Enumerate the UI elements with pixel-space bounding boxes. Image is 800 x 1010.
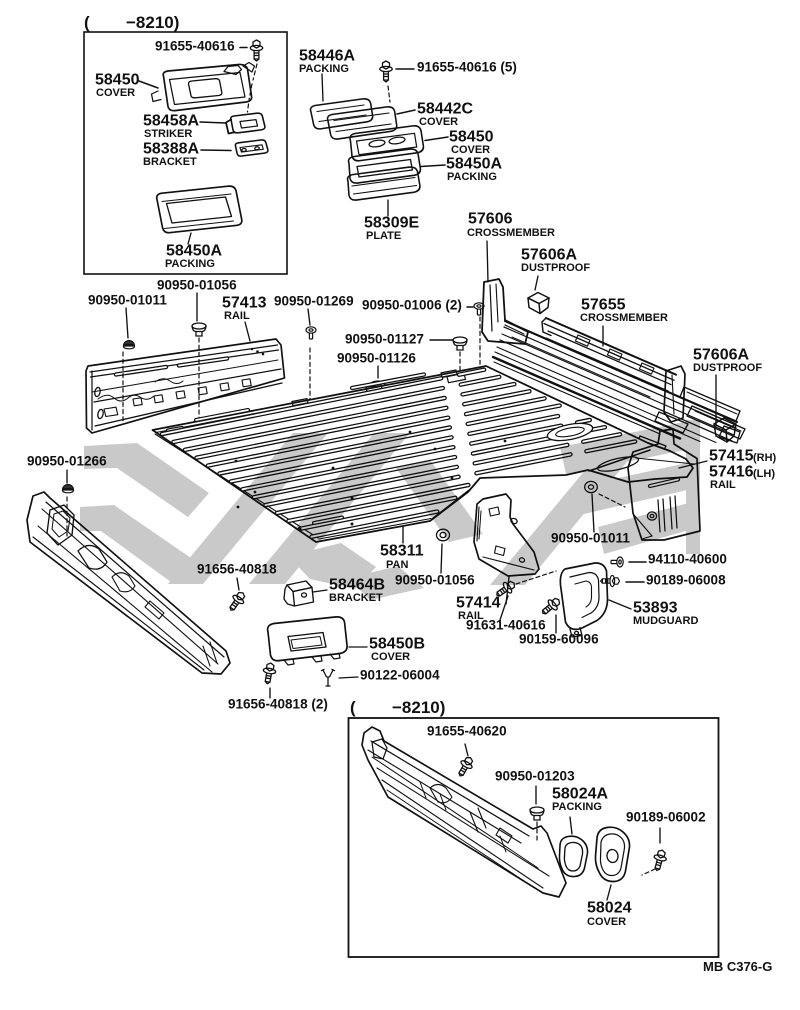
- svg-text:58450: 58450: [449, 129, 494, 146]
- svg-text:(RH): (RH): [753, 452, 777, 464]
- svg-text:90189-06008: 90189-06008: [646, 573, 726, 588]
- svg-text:90950-01269: 90950-01269: [274, 294, 354, 309]
- svg-text:COVER: COVER: [371, 651, 410, 663]
- svg-text:57606A: 57606A: [693, 347, 749, 364]
- svg-text:91656-40818 (2): 91656-40818 (2): [228, 697, 328, 712]
- svg-text:PACKING: PACKING: [447, 171, 497, 183]
- svg-text:90189-06002: 90189-06002: [626, 810, 706, 825]
- svg-text:−8210): −8210): [392, 698, 445, 717]
- svg-text:COVER: COVER: [96, 87, 135, 99]
- svg-text:57415: 57415: [709, 448, 754, 465]
- svg-text:58442C: 58442C: [417, 101, 473, 118]
- svg-text:58311: 58311: [380, 543, 424, 560]
- svg-text:COVER: COVER: [587, 916, 626, 928]
- svg-text:90950-01203: 90950-01203: [495, 769, 575, 784]
- svg-text:58450B: 58450B: [369, 636, 425, 653]
- svg-text:(: (: [84, 13, 90, 32]
- svg-text:58388A: 58388A: [143, 141, 199, 158]
- svg-text:94110-40600: 94110-40600: [648, 552, 727, 567]
- svg-text:BRACKET: BRACKET: [143, 156, 197, 168]
- svg-text:90950-01126: 90950-01126: [337, 351, 416, 366]
- svg-text:PLATE: PLATE: [366, 230, 401, 242]
- svg-text:STRIKER: STRIKER: [144, 128, 192, 140]
- svg-text:CROSSMEMBER: CROSSMEMBER: [467, 227, 555, 239]
- svg-text:90122-06004: 90122-06004: [360, 668, 440, 683]
- svg-text:90950-01127: 90950-01127: [345, 332, 424, 347]
- svg-text:57416: 57416: [709, 464, 754, 481]
- svg-text:91655-40616 (5): 91655-40616 (5): [417, 60, 517, 75]
- svg-text:COVER: COVER: [419, 116, 458, 128]
- svg-text:DUSTPROOF: DUSTPROOF: [693, 362, 762, 374]
- svg-text:58450: 58450: [95, 72, 140, 89]
- svg-text:RAIL: RAIL: [458, 610, 484, 622]
- svg-text:91631-40616: 91631-40616: [466, 618, 546, 633]
- svg-text:90950-01056: 90950-01056: [157, 278, 237, 293]
- svg-text:58458A: 58458A: [143, 113, 199, 130]
- svg-text:91655-40616: 91655-40616: [155, 39, 235, 54]
- svg-text:58450A: 58450A: [166, 243, 222, 260]
- svg-text:−8210): −8210): [126, 13, 179, 32]
- svg-text:90950-01011: 90950-01011: [88, 293, 167, 308]
- svg-text:(LH): (LH): [753, 468, 775, 480]
- svg-text:RAIL: RAIL: [710, 479, 736, 491]
- svg-text:(: (: [350, 698, 356, 717]
- svg-text:57606A: 57606A: [521, 247, 577, 264]
- svg-text:MB C376-G: MB C376-G: [703, 959, 772, 974]
- svg-text:MUDGUARD: MUDGUARD: [633, 615, 698, 627]
- svg-text:58309E: 58309E: [364, 215, 419, 232]
- svg-text:57414: 57414: [456, 595, 501, 612]
- svg-text:RAIL: RAIL: [224, 310, 250, 322]
- svg-text:57606: 57606: [468, 211, 513, 228]
- svg-text:91655-40620: 91655-40620: [427, 724, 507, 739]
- svg-text:DUSTPROOF: DUSTPROOF: [521, 262, 590, 274]
- svg-text:90159-60096: 90159-60096: [519, 632, 599, 647]
- svg-text:53893: 53893: [633, 600, 678, 617]
- svg-text:58446A: 58446A: [299, 48, 355, 65]
- svg-text:PACKING: PACKING: [552, 801, 602, 813]
- svg-text:58450A: 58450A: [446, 156, 502, 173]
- svg-text:57413: 57413: [222, 295, 267, 312]
- svg-text:COVER: COVER: [451, 144, 490, 156]
- svg-text:90950-01006 (2): 90950-01006 (2): [362, 298, 462, 313]
- svg-text:PACKING: PACKING: [165, 258, 215, 270]
- svg-text:PACKING: PACKING: [299, 63, 349, 75]
- svg-text:CROSSMEMBER: CROSSMEMBER: [580, 312, 668, 324]
- svg-text:58024: 58024: [587, 900, 632, 917]
- svg-text:57655: 57655: [581, 297, 626, 314]
- svg-text:58024A: 58024A: [552, 786, 608, 803]
